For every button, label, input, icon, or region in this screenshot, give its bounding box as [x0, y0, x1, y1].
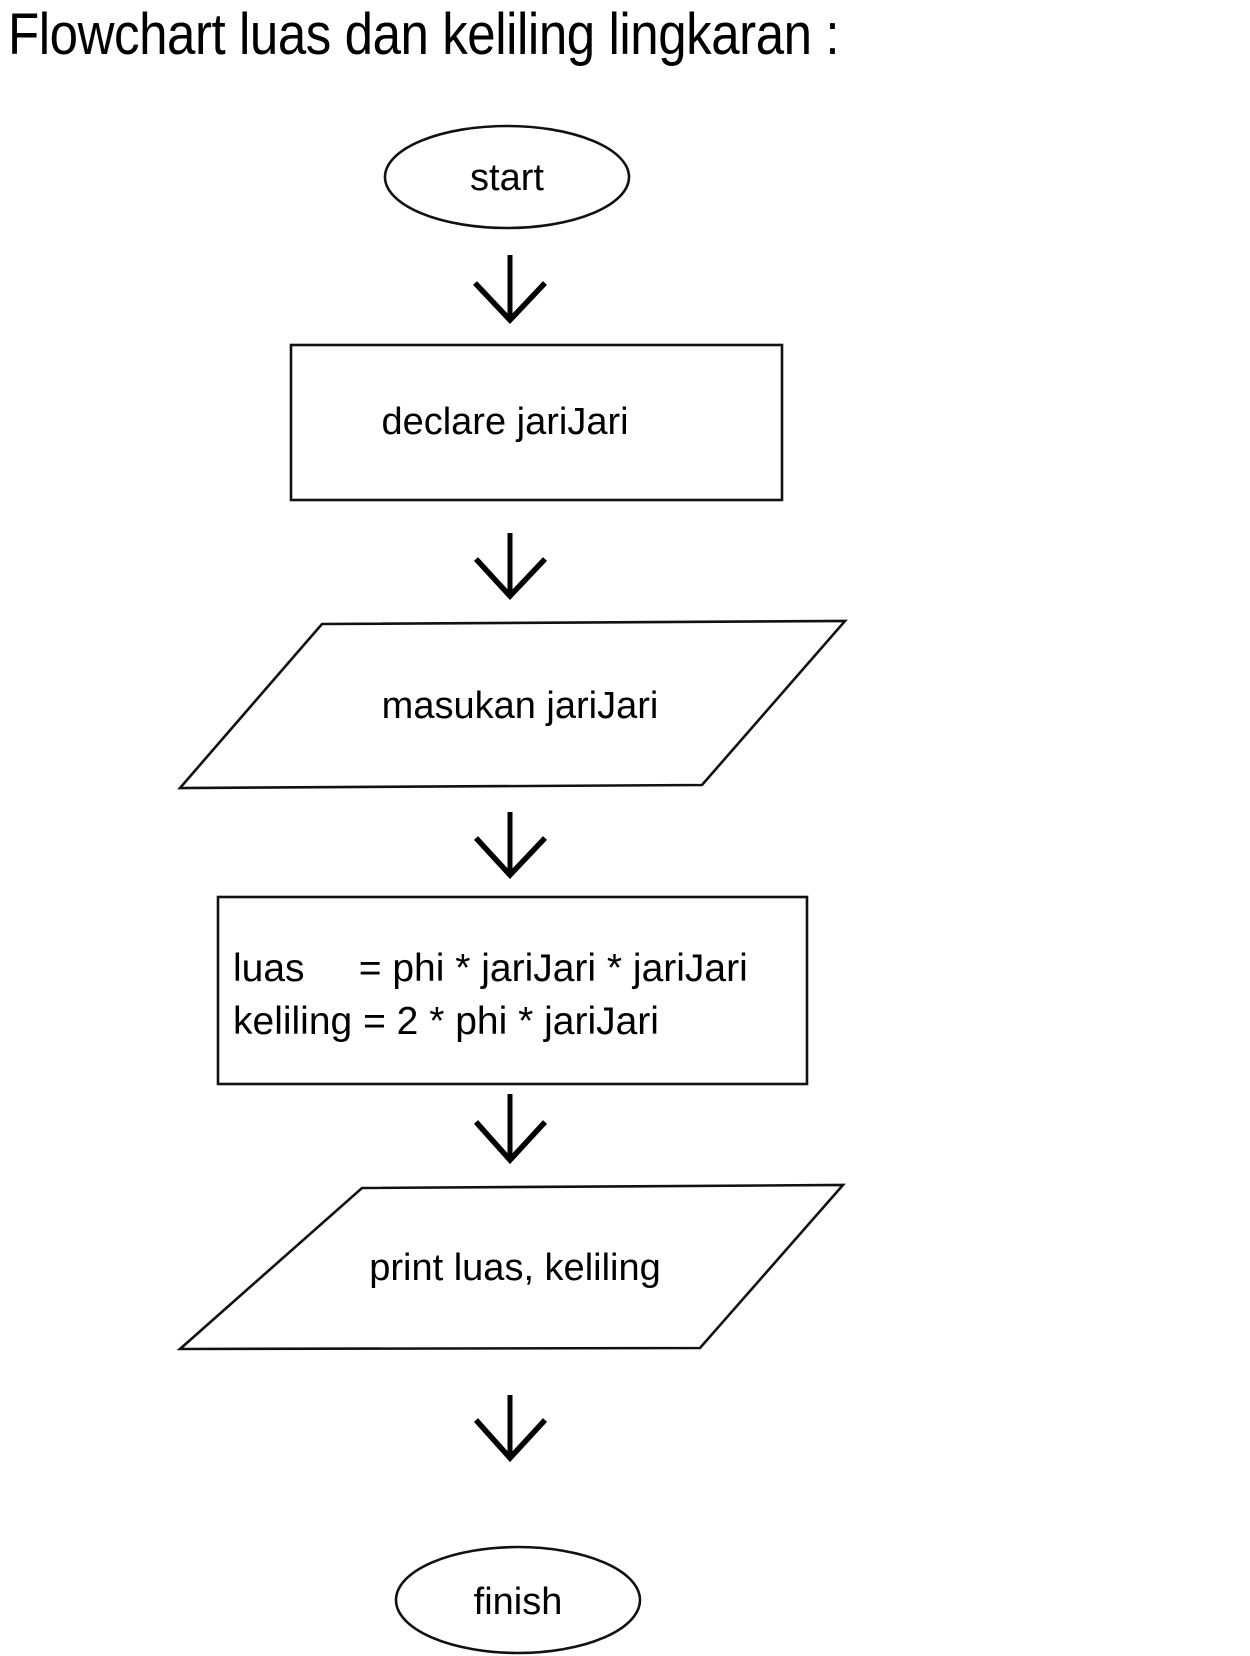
edge-process-to-output [473, 1094, 548, 1165]
arrowhead-icon [473, 281, 547, 325]
node-output[interactable]: print luas, keliling [176, 1183, 846, 1351]
arrowhead-icon [473, 557, 547, 601]
arrowhead-icon [473, 836, 547, 880]
process-rect-shape [216, 895, 809, 1086]
node-output-label: print luas, keliling [369, 1247, 660, 1289]
node-input[interactable]: masukan jariJari [177, 619, 848, 790]
edge-input-to-process [473, 812, 547, 880]
node-declare[interactable]: declare jariJari [289, 343, 784, 502]
node-finish-label: finish [474, 1581, 563, 1623]
finish-ellipse-shape [394, 1545, 642, 1655]
edge-output-to-finish [473, 1395, 548, 1463]
arrowhead-icon [473, 1418, 548, 1463]
start-ellipse-shape [383, 124, 631, 230]
node-finish[interactable]: finish [394, 1545, 642, 1655]
edge-declare-to-input [473, 533, 547, 601]
declare-rect-shape [289, 343, 784, 502]
node-start-label: start [470, 157, 544, 199]
page-title: Flowchart luas dan keliling lingkaran : [8, 2, 840, 67]
output-parallelogram-shape [176, 1183, 846, 1351]
node-input-label: masukan jariJari [382, 685, 659, 727]
input-parallelogram-shape [177, 619, 848, 790]
node-start[interactable]: start [383, 124, 631, 230]
arrowhead-icon [473, 1120, 548, 1165]
node-process[interactable]: luas = phi * jariJari * jariJari kelilin… [216, 895, 809, 1086]
node-process-label-line-1: luas = phi * jariJari * jariJari [233, 947, 748, 990]
node-process-label-line-2: keliling = 2 * phi * jariJari [233, 1000, 659, 1043]
edge-start-to-declare [473, 255, 547, 325]
node-declare-label: declare jariJari [381, 401, 628, 443]
